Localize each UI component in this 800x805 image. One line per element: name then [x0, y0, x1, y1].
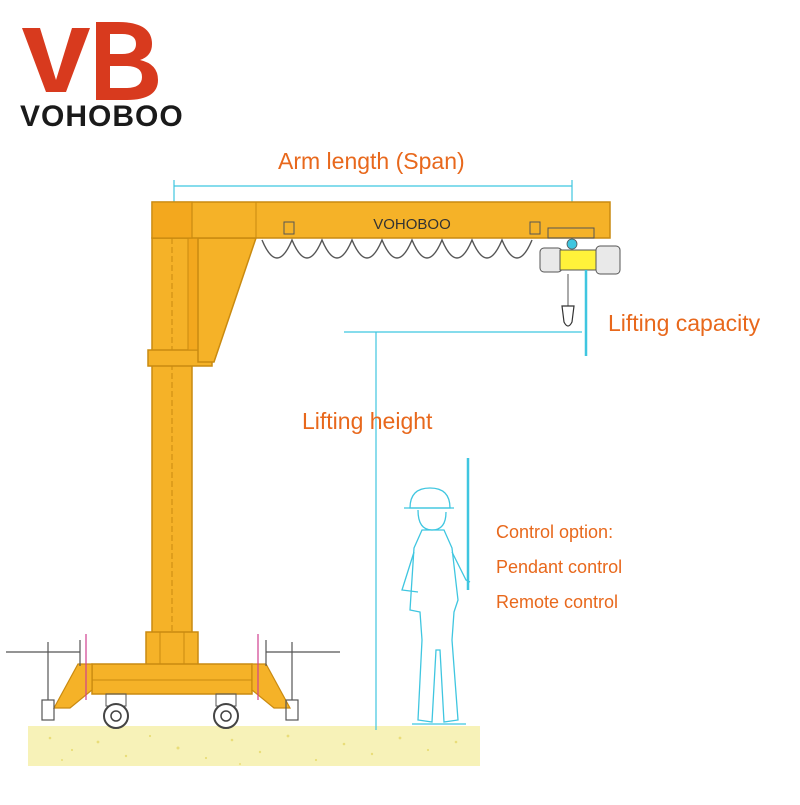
operator-figure	[401, 458, 471, 725]
festoon-cable	[261, 238, 533, 259]
control-option-pendant: Pendant control	[496, 557, 623, 577]
jib-arm	[151, 201, 611, 239]
control-option-remote: Remote control	[496, 592, 619, 612]
crane-base	[52, 631, 292, 709]
control-option-title: Control option:	[496, 522, 614, 542]
wheel-left	[103, 693, 129, 729]
arm-length-label: Arm length (Span)	[278, 148, 465, 174]
ground-speckle	[48, 734, 458, 765]
logo-wordmark: VOHOBOO	[20, 100, 184, 133]
crane-column	[147, 237, 213, 690]
beam-brand-text: VOHOBOO	[373, 216, 451, 233]
logo-mark	[22, 22, 158, 100]
lifting-capacity-label: Lifting capacity	[608, 310, 761, 336]
lifting-height-label: Lifting height	[302, 408, 433, 434]
wheel-right	[213, 693, 239, 729]
outrigger-left	[6, 634, 87, 721]
ground-strip	[28, 726, 480, 766]
lifting-height-dimension	[344, 331, 582, 730]
outrigger-right	[257, 634, 340, 721]
electric-hoist	[539, 227, 621, 327]
jib-brace	[197, 237, 258, 363]
